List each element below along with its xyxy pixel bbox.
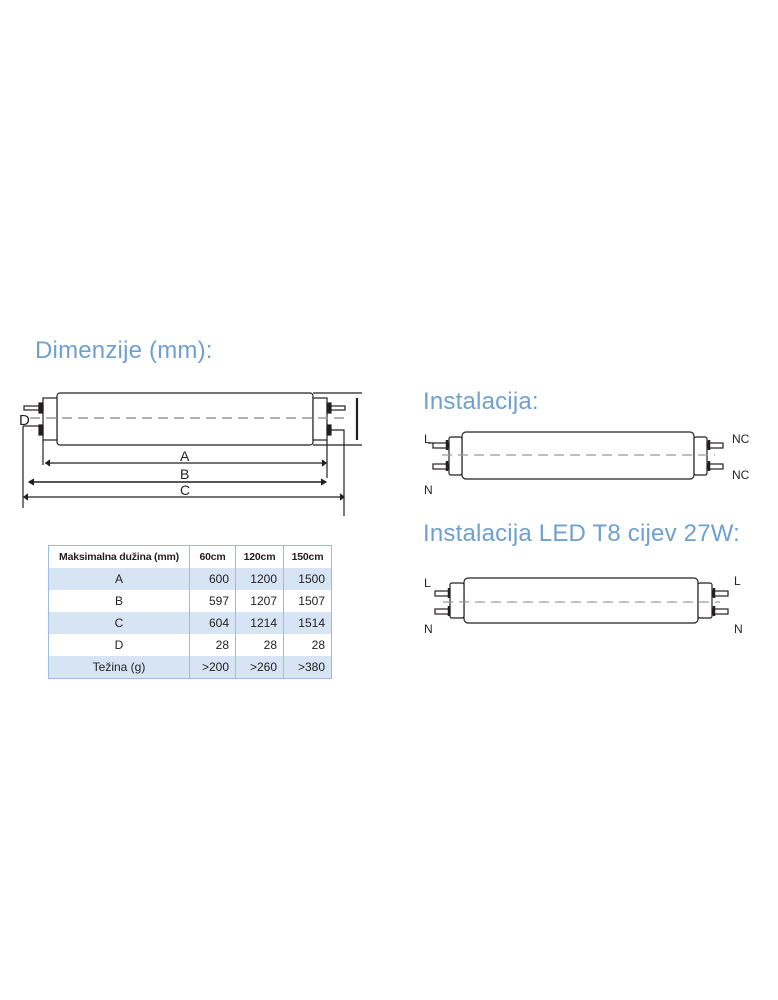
dim-label-b: B <box>180 466 189 482</box>
column-header-150cm: 150cm <box>283 545 332 568</box>
column-header-60cm: 60cm <box>189 545 236 568</box>
wire-label-n: N <box>424 483 433 497</box>
cell-value: 604 <box>189 612 236 634</box>
table-row: D 28 28 28 <box>49 634 332 656</box>
cell-value: 28 <box>235 634 284 656</box>
column-header-max-length: Maksimalna dužina (mm) <box>48 545 190 568</box>
row-label: Težina (g) <box>48 656 190 679</box>
wire-label-nc-top: NC <box>732 432 750 446</box>
wire-label-n-left: N <box>424 622 433 636</box>
tube-dimension-diagram: D A B C <box>19 392 362 516</box>
cell-value: 28 <box>189 634 236 656</box>
cell-value: 1514 <box>283 612 332 634</box>
wire-label-l-right: L <box>734 574 741 588</box>
wire-label-l-left: L <box>424 576 431 590</box>
table-row: A 600 1200 1500 <box>48 568 332 590</box>
dim-label-c: C <box>180 482 190 498</box>
tube-body <box>56 392 314 446</box>
cell-value: >260 <box>235 656 284 679</box>
table-row: C 604 1214 1514 <box>48 612 332 634</box>
column-header-120cm: 120cm <box>235 545 284 568</box>
cell-value: 600 <box>189 568 236 590</box>
row-label: B <box>114 594 123 608</box>
tube-endcap-right <box>312 397 328 441</box>
dimensions-heading: Dimenzije (mm): <box>35 337 213 364</box>
cell-value: 597 <box>189 590 236 612</box>
dimensions-table: Maksimalna dužina (mm) 60cm 120cm 150cm … <box>48 545 332 679</box>
cell-value: >200 <box>189 656 236 679</box>
dim-label-d: D <box>19 412 30 429</box>
dim-label-a: A <box>180 448 190 464</box>
row-label: C <box>48 612 190 634</box>
wire-label-n-right: N <box>734 622 743 636</box>
row-label: A <box>48 568 190 590</box>
wire-label-l: L <box>424 432 431 446</box>
cell-value: 1200 <box>235 568 284 590</box>
row-label: D <box>114 638 124 652</box>
cell-value: 1214 <box>235 612 284 634</box>
installation-led-heading: Instalacija LED T8 cijev 27W: <box>423 520 741 547</box>
installation-diagram: L N NC NC <box>424 431 750 497</box>
wire-label-nc-bottom: NC <box>732 468 750 482</box>
cell-value: 28 <box>283 634 332 656</box>
tube-endcap-left <box>42 397 58 441</box>
cell-value: 1507 <box>283 590 332 612</box>
installation-led-diagram: L N L N <box>424 574 743 636</box>
installation-heading: Instalacija: <box>423 388 539 415</box>
cell-value: 1500 <box>283 568 332 590</box>
table-row: B 597 1207 1507 <box>49 590 332 612</box>
cell-value: >380 <box>283 656 332 679</box>
cell-value: 1207 <box>235 590 284 612</box>
table-row: Težina (g) >200 >260 >380 <box>48 656 332 679</box>
table-header-row: Maksimalna dužina (mm) 60cm 120cm 150cm <box>48 545 332 568</box>
